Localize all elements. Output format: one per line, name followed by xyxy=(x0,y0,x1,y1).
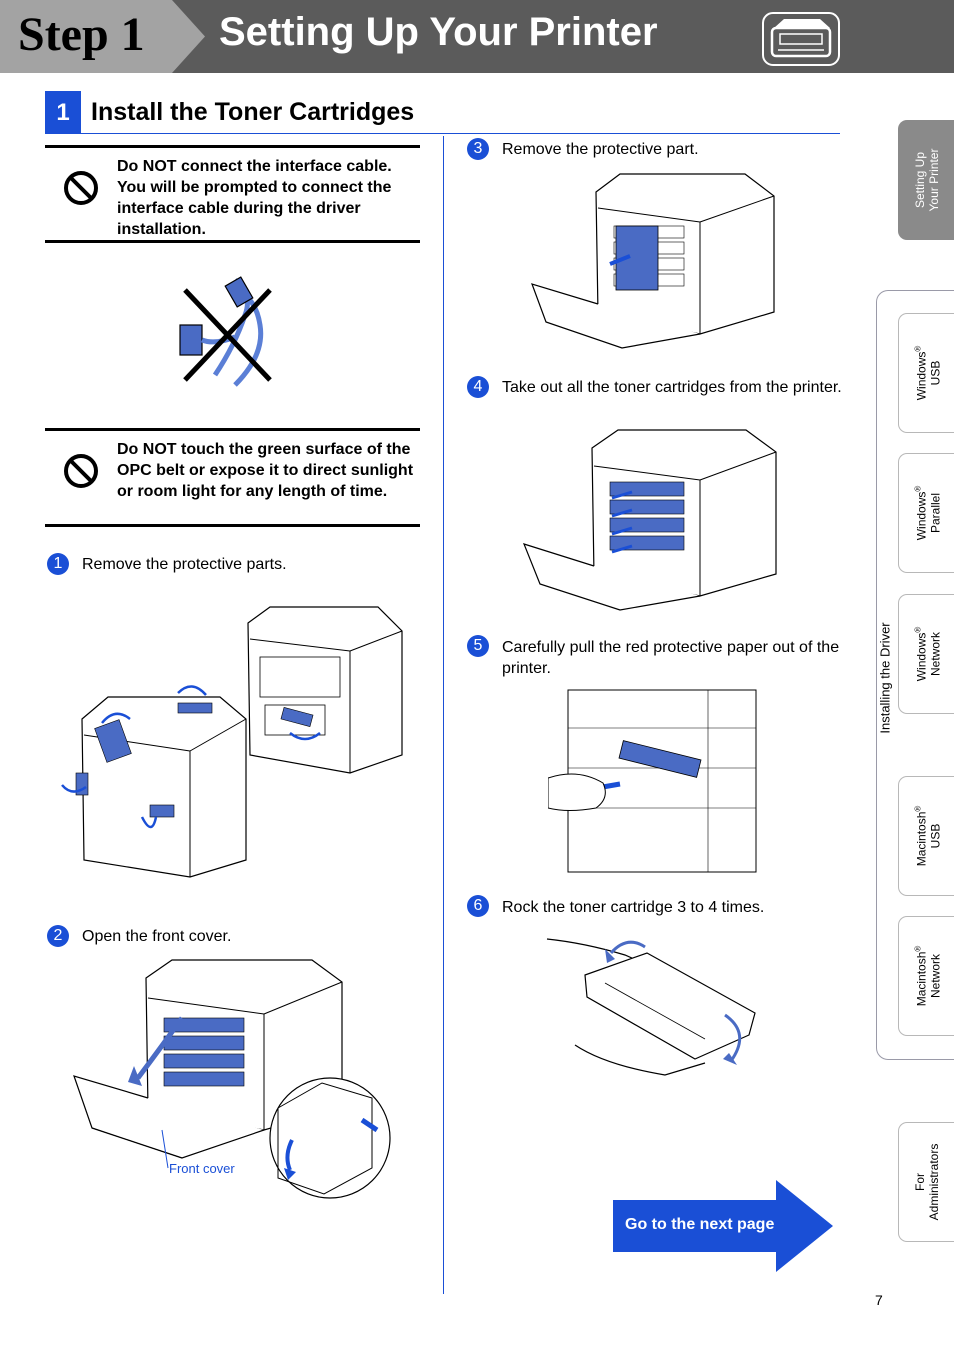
step-label: Step 1 xyxy=(18,8,145,61)
front-cover-callout: Front cover xyxy=(169,1161,235,1176)
step-text: Open the front cover. xyxy=(82,928,232,945)
remove-toner-cartridges-illustration xyxy=(522,429,777,611)
installing-driver-group xyxy=(876,290,954,1060)
prohibited-icon xyxy=(64,454,98,488)
remove-protective-part-illustration xyxy=(531,173,775,349)
section-rule xyxy=(45,133,840,134)
printer-icon xyxy=(762,12,840,66)
installing-driver-label: Installing the Driver xyxy=(877,622,893,734)
tab-label: Windows®Network xyxy=(913,626,943,682)
step-number: 1 xyxy=(47,553,69,575)
printer-protective-parts-illustration xyxy=(61,606,403,878)
warning-text: Do NOT connect the interface cable. You … xyxy=(117,158,392,238)
column-divider xyxy=(443,136,444,1294)
warning-text: Do NOT touch the green surface of the OP… xyxy=(117,441,414,500)
step-number: 3 xyxy=(467,138,489,160)
step-number: 6 xyxy=(467,895,489,917)
tab-windows-network[interactable]: Windows®Network xyxy=(898,594,954,714)
step-number: 2 xyxy=(47,925,69,947)
step-text: Take out all the toner cartridges from t… xyxy=(502,379,842,396)
next-page-label: Go to the next page xyxy=(625,1216,775,1233)
rock-toner-cartridge-illustration xyxy=(546,938,756,1076)
tab-label: Windows®USB xyxy=(913,345,943,401)
section-number: 1 xyxy=(45,91,81,134)
tab-macintosh-network[interactable]: Macintosh®Network xyxy=(898,916,954,1036)
step-text: Remove the protective part. xyxy=(502,141,699,158)
warning-box: Do NOT touch the green surface of the OP… xyxy=(45,428,420,527)
tab-macintosh-usb[interactable]: Macintosh®USB xyxy=(898,776,954,896)
page-title: Setting Up Your Printer xyxy=(219,10,658,54)
tab-windows-usb[interactable]: Windows®USB xyxy=(898,313,954,433)
prohibited-icon xyxy=(64,171,98,205)
next-page-button[interactable] xyxy=(613,1180,833,1272)
step-badge xyxy=(0,0,205,73)
section-title: Install the Toner Cartridges xyxy=(91,98,415,126)
step-text: Rock the toner cartridge 3 to 4 times. xyxy=(502,899,765,916)
step-number: 5 xyxy=(467,635,489,657)
warning-box: Do NOT connect the interface cable. You … xyxy=(45,145,420,243)
step-number: 4 xyxy=(467,376,489,398)
tab-label: Macintosh®Network xyxy=(913,945,943,1007)
tab-label: Windows®Parallel xyxy=(913,485,943,541)
open-front-cover-illustration xyxy=(73,959,391,1199)
tab-windows-parallel[interactable]: Windows®Parallel xyxy=(898,453,954,573)
step-text: Carefully pull the red protective paper … xyxy=(502,639,840,677)
page-number: 7 xyxy=(875,1292,883,1308)
pull-protective-paper-illustration xyxy=(548,689,757,873)
tab-label: Macintosh®USB xyxy=(913,805,943,867)
cable-illustration xyxy=(179,276,272,387)
step-text: Remove the protective parts. xyxy=(82,556,287,573)
